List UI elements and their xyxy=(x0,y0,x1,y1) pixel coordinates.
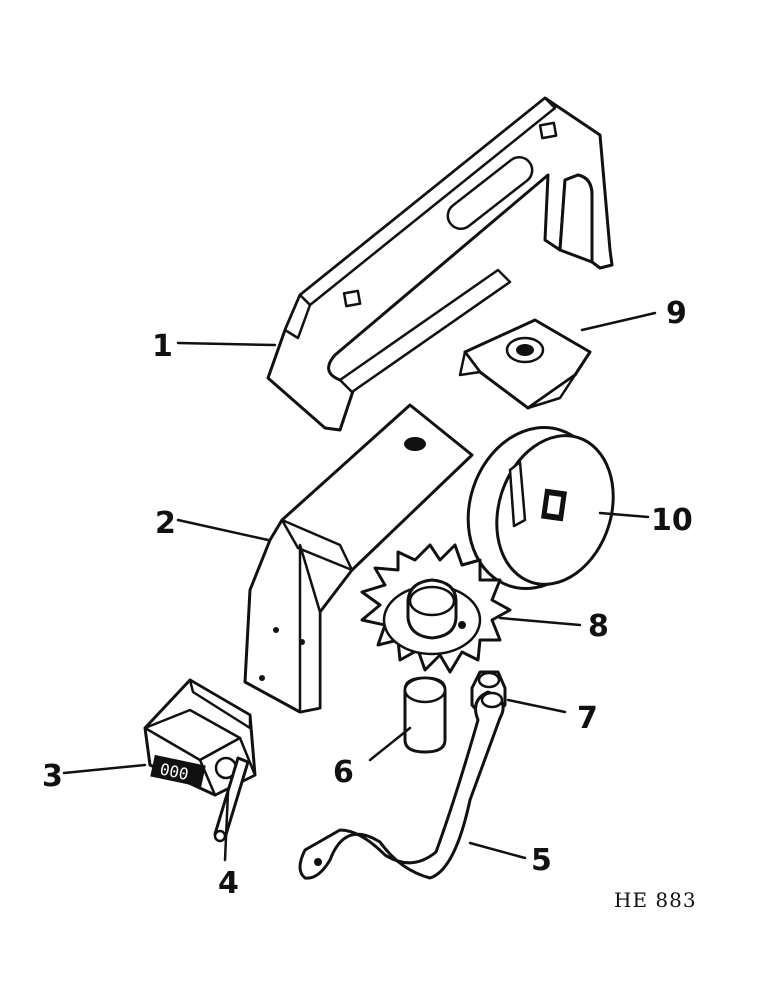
callout-4: 4 xyxy=(218,866,239,901)
leader-lines xyxy=(62,311,657,862)
part-8-sprocket xyxy=(360,543,512,674)
part-9-mounting-plate xyxy=(458,318,592,410)
part-1-bracket xyxy=(266,96,614,432)
callout-7: 7 xyxy=(577,701,598,736)
part-6-bushing xyxy=(403,676,447,754)
callout-8: 8 xyxy=(588,609,609,644)
callout-3: 3 xyxy=(42,759,63,794)
callout-1: 1 xyxy=(152,329,173,364)
figure-code: HE 883 xyxy=(614,888,697,912)
callout-6: 6 xyxy=(333,755,354,790)
part-10-drive-disc xyxy=(466,425,615,591)
callout-5: 5 xyxy=(531,843,552,878)
callout-10: 10 xyxy=(651,503,693,538)
callout-labels: 1 2 3 4 5 6 7 8 9 10 xyxy=(42,296,693,901)
callout-2: 2 xyxy=(155,506,176,541)
part-5-cable-link xyxy=(298,690,505,880)
callout-9: 9 xyxy=(666,296,687,331)
part-2-angle-plate xyxy=(243,403,474,714)
